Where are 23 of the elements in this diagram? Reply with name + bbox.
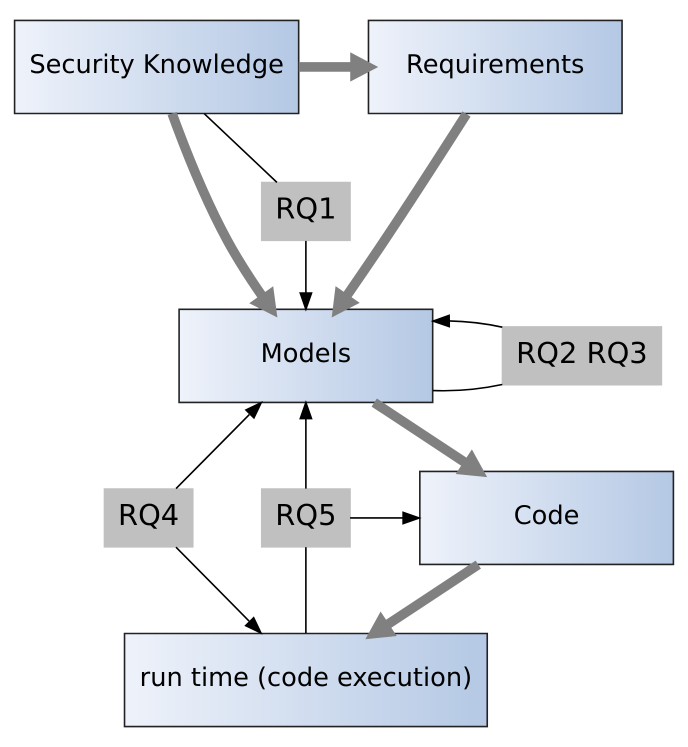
connector	[204, 113, 278, 183]
arrow	[175, 400, 263, 490]
node-box: RQ4	[104, 488, 194, 548]
arrow	[168, 112, 278, 318]
node-box: RQ5	[260, 488, 351, 548]
node-box: Models	[178, 308, 434, 404]
node-box: RQ1	[260, 182, 351, 242]
arrow	[299, 400, 313, 489]
node-box: Code	[419, 470, 674, 566]
node-box: RQ2 RQ3	[502, 326, 662, 386]
node-box: run time (code execution)	[124, 632, 488, 728]
arrow	[175, 546, 263, 635]
arrow	[365, 560, 481, 640]
arrow	[350, 511, 422, 525]
arrow	[430, 314, 502, 328]
connector	[433, 384, 502, 392]
arrow	[298, 52, 378, 82]
node-box: Requirements	[368, 20, 623, 114]
connector	[305, 547, 307, 634]
node-box: Security Knowledge	[14, 20, 300, 114]
arrow	[299, 240, 313, 312]
arrow	[332, 111, 471, 318]
arrow	[372, 398, 488, 478]
